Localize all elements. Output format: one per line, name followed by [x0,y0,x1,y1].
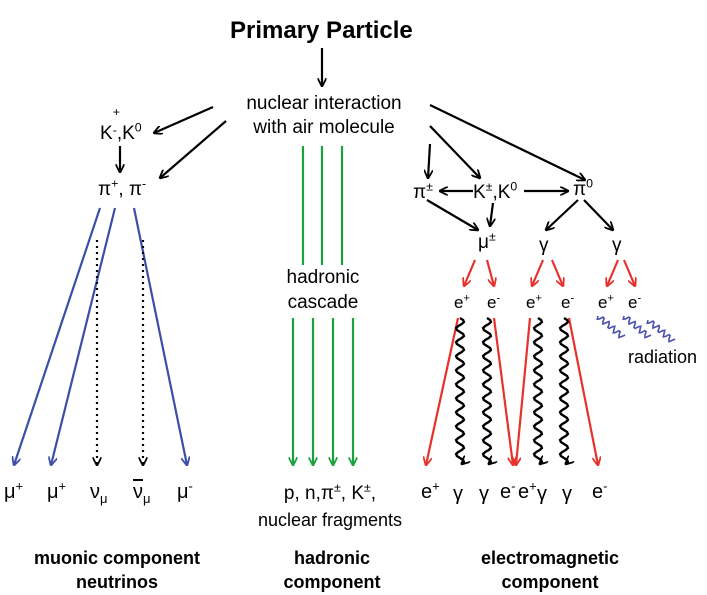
radiation-waves [596,315,676,343]
decay-arrow [546,199,579,230]
em-arrow [464,259,477,286]
decay-arrow [160,120,227,178]
hadronic-products: p, n,π±, K±, nuclear fragments [257,480,403,530]
em-component-label: electromagnetic component [480,548,620,592]
radiation-wave [596,315,626,339]
em-arrow [567,317,598,465]
pair-label: e+ [598,292,614,312]
em-arrow [426,317,460,465]
gamma-node-1: γ [539,235,549,256]
em-product: e+ [518,478,537,503]
em-arrow [516,317,532,465]
pair-label: e- [487,292,501,312]
pions-left-node: π+, π- [98,176,147,200]
em-product: e- [592,478,608,503]
kaons-right-node: K±,K0 [473,179,518,203]
radiation-wave [622,315,652,339]
muonic-product: μ- [177,478,193,503]
decay-arrow [429,125,480,178]
pair-label: e+ [526,292,542,312]
muonic-product: νμ [90,481,108,506]
em-arrow [550,259,563,286]
muonic-component-label: muonic component neutrinos [34,548,200,592]
decay-arrow [583,199,613,230]
muonic-arrows [14,207,187,465]
muon-arrow [132,207,187,465]
pair-label: e- [561,292,575,312]
black-arrows [120,48,613,230]
photon-arrow [481,316,491,464]
gamma-node-2: γ [612,235,622,256]
electromagnetic-arrows [426,259,635,465]
radiation-label: radiation [628,347,698,367]
kaons-left-node: K+-,K0 [100,104,142,144]
photon-arrow [532,316,542,464]
em-arrow [622,259,635,286]
hadronic-arrows [293,146,353,465]
hadronic-component-label: hadronic component [283,548,381,592]
pair-label: e- [628,292,642,312]
photon-arrow [454,316,464,464]
muon-node: μ± [478,229,496,253]
hadronic-cascade-label: hadronic cascade [286,267,360,313]
em-arrow [485,259,494,286]
decay-arrow [490,202,493,226]
decay-arrow [426,199,478,230]
pion-right-node: π± [413,179,433,203]
em-arrow [532,259,545,286]
em-product: e- [500,478,516,503]
decay-arrow [428,143,430,178]
interaction-line-2: with air molecule [253,117,395,138]
pair-label: e+ [454,292,470,312]
em-product: e+ [421,478,440,503]
nuclear-interaction-label: nuclear interaction with air molecule [242,94,406,137]
muonic-product: μ+ [47,478,67,503]
em-product: γ [562,483,572,505]
muonic-product: νμ [133,481,151,506]
photon-wave-arrows [454,316,568,464]
muon-arrow [14,207,102,465]
em-product: γ [537,483,547,505]
decay-arrow [154,105,214,133]
em-arrow [607,259,620,286]
decay-arrow [429,104,585,180]
em-arrow [492,317,513,465]
em-product: γ [453,483,463,505]
diagram-title: Primary Particle [230,17,413,44]
interaction-line-1: nuclear interaction [246,93,402,114]
em-product: γ [479,483,489,505]
radiation-wave [646,319,676,343]
neutrino-arrows [97,240,143,465]
muonic-product: μ+ [4,478,24,503]
muon-arrow [51,207,117,465]
neutral-pion-node: π0 [573,176,593,200]
photon-arrow [558,316,568,464]
